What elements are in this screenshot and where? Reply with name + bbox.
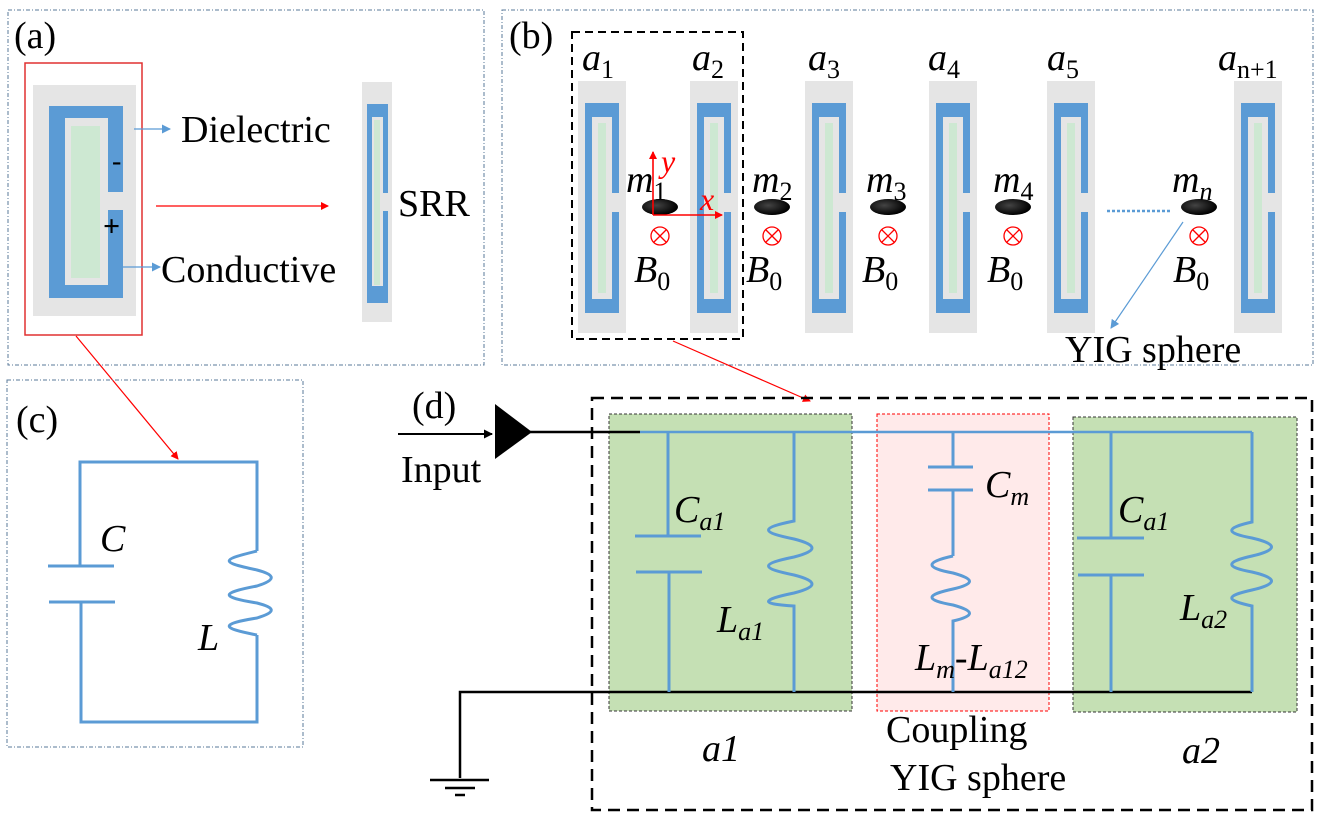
yig-sphere-label: YIG sphere [1065, 329, 1241, 371]
lc-circuit [48, 460, 273, 724]
cap-a1-label: Ca1 [674, 489, 725, 536]
ind-a1-label: La1 [716, 599, 764, 646]
field-label: B0 [634, 249, 670, 296]
srr-resonator [1047, 81, 1095, 333]
coupling-label-line2: YIG sphere [890, 757, 1066, 799]
input-label: Input [401, 449, 482, 491]
magnon-label: m2 [752, 159, 792, 206]
resonator-a1-block [608, 413, 853, 712]
yig-sphere [995, 199, 1031, 215]
field-into-page-icon [878, 226, 898, 246]
yig-sphere [1181, 199, 1217, 215]
x-axis-label: x [699, 181, 714, 217]
srr-resonator [1234, 81, 1282, 333]
srr-row [578, 81, 1282, 333]
magnon-label: m3 [866, 159, 906, 206]
srr-small [362, 82, 392, 322]
capacitor-label: C [100, 518, 126, 560]
dielectric-label: Dielectric [181, 109, 331, 151]
block-a1-label: a1 [702, 728, 740, 770]
yig-pointer-arrow [1110, 221, 1184, 329]
field-into-page-icon [1003, 226, 1023, 246]
cap-m-label: Cm [985, 464, 1029, 511]
panel-d-label: (d) [412, 385, 456, 427]
b-to-d-arrow [672, 340, 811, 402]
panel-c-border [6, 379, 304, 748]
panel-a-border [7, 9, 485, 366]
resonator-a2-block [1072, 416, 1298, 713]
input-triangle [495, 404, 532, 459]
ind-m-label: Lm-La12 [914, 637, 1028, 684]
circuit-elements [635, 432, 1273, 692]
field-into-page-icon [762, 226, 782, 246]
field-label: B0 [746, 249, 782, 296]
resonator-label: a3 [808, 37, 840, 84]
inductor-coil [228, 549, 273, 637]
srr-resonator [929, 81, 977, 333]
block-a2-label: a2 [1182, 730, 1220, 772]
field-label: B0 [1173, 249, 1209, 296]
yig-sphere [754, 199, 790, 215]
srr-resonator [690, 81, 738, 333]
magnon-label: m1 [626, 159, 666, 206]
selection-box [24, 62, 143, 336]
panel-d: (d) Input [398, 385, 1314, 812]
field-into-page-icon [1189, 226, 1209, 246]
coupling-block [876, 413, 1050, 712]
coupling-label-line1: Coupling [886, 709, 1027, 751]
field-into-page-icon [650, 226, 670, 246]
field-label: B0 [862, 249, 898, 296]
inductor-label: L [197, 617, 219, 659]
resonator-label: a4 [928, 37, 960, 84]
circuit-box [590, 396, 1314, 812]
minus-sign: - [112, 146, 121, 177]
magnon-label: m4 [993, 159, 1033, 206]
conductive-label: Conductive [161, 249, 336, 291]
panel-a-label: (a) [14, 15, 56, 57]
srr-resonator [805, 81, 853, 333]
plus-sign: + [103, 210, 120, 243]
yig-sphere [642, 199, 678, 215]
srr-resonator [578, 81, 626, 333]
panel-c-label: (c) [16, 399, 58, 441]
srr-label: SRR [398, 183, 470, 225]
ground-icon [430, 778, 489, 797]
unit-cell-box [571, 31, 744, 340]
cap-a2-label: Ca1 [1118, 489, 1169, 536]
resonator-label: an+1 [1218, 37, 1278, 84]
resonator-label: a1 [582, 37, 614, 84]
panel-b-label: (b) [509, 15, 553, 57]
yig-sphere [870, 199, 906, 215]
panel-a: (a) - + Dielectric Conductive SRR [7, 9, 485, 460]
srr-large [33, 85, 136, 316]
panel-c: (c) C L [6, 379, 304, 748]
magnon-label: mn [1172, 159, 1212, 206]
y-axis-label: y [658, 143, 676, 179]
panel-b-border [501, 9, 1314, 366]
resonator-label: a5 [1047, 37, 1079, 84]
resonator-label: a2 [692, 37, 724, 84]
ground-bus [458, 690, 1252, 778]
a-to-c-arrow [75, 335, 179, 460]
ind-a2-label: La2 [1179, 587, 1227, 634]
field-label: B0 [987, 249, 1023, 296]
